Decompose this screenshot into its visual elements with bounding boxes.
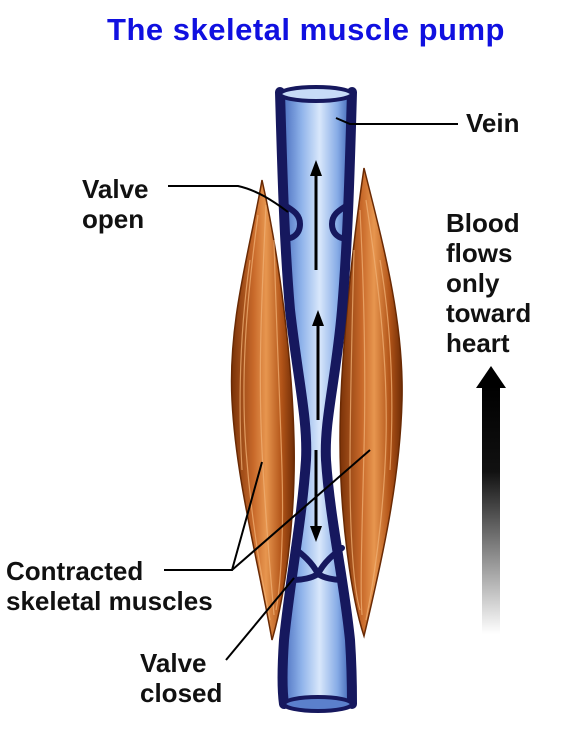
valve-open-leader-line [168,185,289,213]
open-valve [281,203,351,242]
blood-flow-label: Blood flows only toward heart [446,208,532,358]
vein-leader-line [335,117,458,125]
flow-direction-arrow [476,366,506,634]
valve-closed-label: Valve closed [140,648,223,708]
closed-valve [291,545,345,583]
valve-open-label: Valve open [82,174,149,234]
diagram-title: The skeletal muscle pump [107,12,505,47]
right-skeletal-muscle [339,167,403,639]
blood-flow-arrows [310,160,324,542]
muscle-leader-line-right [231,449,371,571]
valve-closed-leader-line [225,577,295,661]
vein-label: Vein [466,108,520,138]
contracted-muscles-label: Contracted skeletal muscles [6,556,213,616]
left-skeletal-muscle [230,179,295,641]
leader-lines [164,117,458,661]
